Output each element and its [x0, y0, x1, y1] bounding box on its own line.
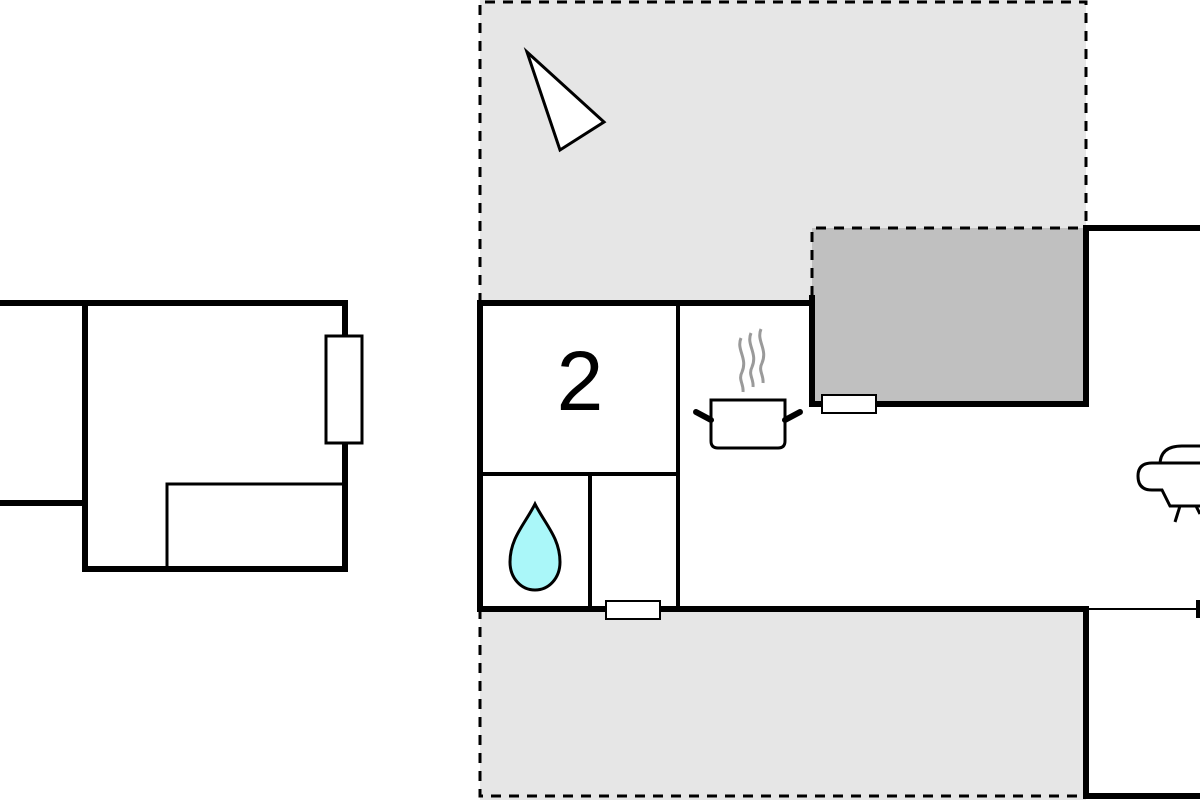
terrace-bottom	[480, 609, 1086, 800]
cooking-pot-icon	[693, 328, 803, 450]
terrace-bottom-outline	[478, 609, 1086, 798]
terrace-top	[480, 0, 1086, 303]
left-building	[0, 300, 364, 572]
covered-terrace-outline	[810, 226, 1086, 296]
left-building-window	[324, 334, 364, 445]
terrace-area	[478, 0, 1088, 800]
kitchen-window	[821, 394, 877, 414]
right-edge-marker	[1196, 600, 1200, 618]
armchair-icon	[1136, 444, 1200, 523]
north-arrow-icon	[523, 47, 607, 153]
water-drop-icon	[508, 500, 562, 592]
covered-terrace-fill	[812, 228, 1086, 404]
bathroom-window	[605, 600, 661, 620]
left-building-walls	[0, 300, 348, 572]
left-building-bed	[165, 482, 345, 569]
main-building-outer-walls	[809, 225, 1200, 407]
main-building-left-walls	[477, 300, 1200, 799]
terrace-top-outline	[478, 0, 1088, 303]
main-building: 2	[477, 225, 1200, 799]
covered-terrace	[810, 226, 1086, 404]
room-number-label: 2	[557, 334, 604, 428]
